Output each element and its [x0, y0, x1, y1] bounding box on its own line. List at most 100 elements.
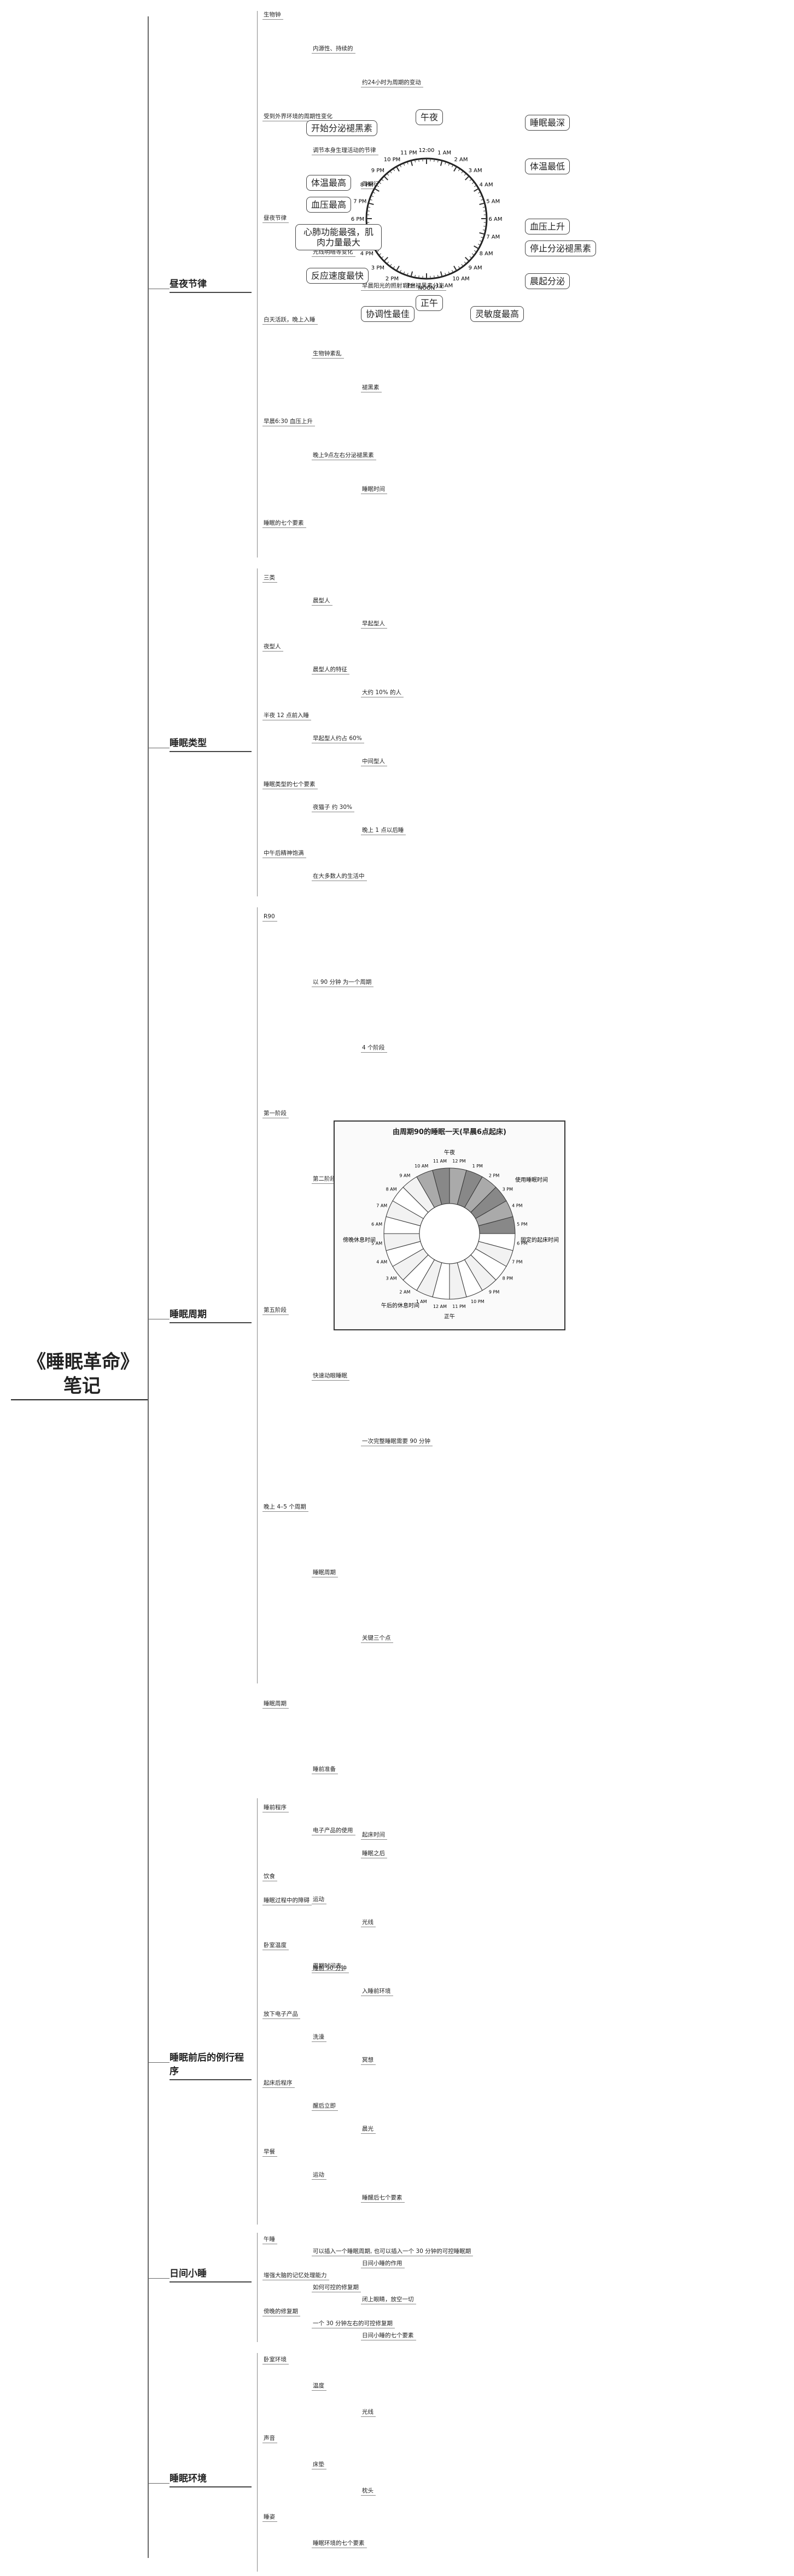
b3-node[interactable]: 第二阶段 [312, 1175, 338, 1184]
clock-hour-label: 5 AM [486, 198, 500, 204]
b3-node[interactable]: R90 [262, 913, 277, 922]
b3-node[interactable]: 睡眠周期 [262, 1700, 289, 1709]
b4-node[interactable]: 放下电子产品 [262, 2010, 300, 2019]
b4-node[interactable]: 睡前程序 [262, 1804, 289, 1812]
clock-tick [464, 173, 466, 176]
pie-chart: 12 PM1 PM2 PM3 PM4 PM5 PM6 PM7 PM8 PM9 P… [343, 1149, 559, 1320]
b1-node[interactable]: 早晨阳光的照射 阻止褪黑素分泌 [361, 282, 447, 291]
b2-node[interactable]: 晨型人的特征 [312, 666, 349, 674]
b4-node[interactable]: 睡前 90 分钟 [312, 1964, 349, 1973]
b4-node[interactable]: 冥想 [361, 2056, 376, 2065]
branch-environment[interactable]: 睡眠环境 [170, 2471, 252, 2487]
b5-node[interactable]: 如何可控的修复期 [312, 2284, 361, 2292]
b4-node[interactable]: 饮食 [262, 1873, 277, 1881]
b3-node[interactable]: 睡前准备 [312, 1765, 338, 1774]
b1-node[interactable]: 受到外界环境的周期性变化 [262, 113, 335, 121]
branch-sleep-cycles[interactable]: 睡眠周期 [170, 1306, 252, 1323]
b3-node[interactable]: 第五阶段 [262, 1306, 289, 1315]
b3-node[interactable]: 关键三个点 [361, 1634, 393, 1643]
b3-node[interactable]: 周期时间表 [312, 1962, 344, 1971]
b2-node[interactable]: 中午后精神饱满 [262, 849, 306, 858]
b1-node[interactable]: 褪黑素 [361, 384, 382, 392]
b4-node[interactable]: 洗澡 [312, 2033, 326, 2042]
b1-node[interactable]: 内源性、持续的 [312, 45, 355, 54]
b4-node[interactable]: 运动 [312, 2171, 326, 2180]
b6-node[interactable]: 睡姿 [262, 2513, 277, 2522]
b2-node[interactable]: 大约 10% 的人 [361, 689, 404, 697]
pie-annotation: 傍晚休息时间 [343, 1236, 376, 1243]
b4-node[interactable]: 卧室温度 [262, 1941, 289, 1950]
b2-node[interactable]: 半夜 12 点前入睡 [262, 712, 312, 720]
clock-tick [448, 271, 450, 274]
branch-stub [149, 2062, 170, 2063]
b2-node[interactable]: 中间型人 [361, 758, 387, 766]
b1-node[interactable]: 昼夜节律 [262, 214, 289, 223]
pie-hour-label: 8 AM [386, 1187, 397, 1192]
b4-node[interactable]: 晨光 [361, 2125, 376, 2134]
branch-stub [149, 2483, 170, 2484]
b5-node[interactable]: 午睡 [262, 2235, 277, 2244]
b1-node[interactable]: 晚上9点左右分泌褪黑素 [312, 451, 376, 460]
clock-tick [474, 185, 477, 187]
b2-node[interactable]: 早起型人约占 60% [312, 735, 364, 743]
b6-node[interactable]: 睡眠环境的七个要素 [312, 2539, 367, 2548]
b5-node[interactable]: 闭上眼睛，放空一切 [361, 2296, 416, 2304]
b4-node[interactable]: 醒后立即 [312, 2102, 338, 2111]
b2-node[interactable]: 在大多数人的生活中 [312, 872, 367, 881]
b6-node[interactable]: 床垫 [312, 2461, 326, 2469]
b2-node[interactable]: 晨型人 [312, 597, 332, 606]
b6-node[interactable]: 声音 [262, 2434, 277, 2443]
b1-node[interactable]: 睡眠时间 [361, 485, 387, 494]
b3-node[interactable]: 第一阶段 [262, 1110, 289, 1118]
b5-node[interactable]: 日间小睡的作用 [361, 2260, 405, 2268]
b1-node[interactable]: 调节本身生理活动的节律 [312, 146, 378, 155]
b3-node[interactable]: 一次完整睡眠需要 90 分钟 [361, 1437, 433, 1446]
b2-node[interactable]: 睡眠类型的七个要素 [262, 781, 318, 789]
b5-node[interactable]: 一个 30 分钟左右的可控修复期 [312, 2320, 395, 2328]
b4-node[interactable]: 睡醒后七个要素 [361, 2194, 405, 2203]
branch-sleep-types[interactable]: 睡眠类型 [170, 735, 252, 752]
b4-node[interactable]: 运动 [312, 1896, 326, 1904]
clock-tick [403, 271, 405, 274]
clock-hour-label: 4 PM [360, 251, 373, 257]
b5-node[interactable]: 日间小睡的七个要素 [361, 2332, 416, 2340]
b6-node[interactable]: 光线 [361, 2408, 376, 2417]
b4-node[interactable]: 起床后程序 [262, 2079, 295, 2088]
b1-node[interactable]: 生物钟紊乱 [312, 350, 344, 359]
b5-node[interactable]: 可以插入一个睡眠周期, 也可以插入一个 30 分钟的可控睡眠期 [312, 2248, 474, 2256]
b2-node[interactable]: 夜猫子 约 30% [312, 803, 355, 812]
b1-node[interactable]: 早晨6:30 血压上升 [262, 418, 315, 426]
b2-node[interactable]: 晚上 1 点以后睡 [361, 826, 406, 835]
b1-node[interactable]: 约24小时为周期的变动 [361, 79, 423, 87]
branch-circadian[interactable]: 昼夜节律 [170, 276, 252, 293]
b4-node[interactable]: 光线 [361, 1918, 376, 1927]
branch-naps[interactable]: 日间小睡 [170, 2266, 252, 2282]
branch-routines[interactable]: 睡眠前后的例行程序 [170, 2050, 252, 2080]
b5-node[interactable]: 傍晚的修复期 [262, 2308, 300, 2316]
b4-node[interactable]: 早餐 [262, 2148, 277, 2157]
b4-node[interactable]: 入睡前环境 [361, 1987, 393, 1996]
b2-node[interactable]: 早起型人 [361, 620, 387, 629]
b1-node[interactable]: 睡眠的七个要素 [262, 519, 306, 528]
b3-node[interactable]: 睡眠过程中的障碍 [262, 1897, 312, 1905]
b6-node[interactable]: 枕头 [361, 2487, 376, 2496]
b5-node[interactable]: 增强大脑的记忆处理能力 [262, 2272, 329, 2280]
b3-node[interactable]: 晚上 4–5 个周期 [262, 1503, 308, 1512]
b4-node[interactable]: 电子产品的使用 [312, 1827, 355, 1835]
b1-node[interactable]: 白天活跃，晚上入睡 [262, 316, 318, 325]
b3-node[interactable]: 起床时间 [361, 1831, 387, 1840]
b6-node[interactable]: 温度 [312, 2382, 326, 2391]
clock-tick [448, 163, 450, 166]
b3-node[interactable]: 以 90 分钟 为一个周期 [312, 978, 374, 987]
b6-node[interactable]: 卧室环境 [262, 2356, 289, 2364]
b3-node[interactable]: 睡眠周期 [312, 1569, 338, 1577]
b1-node[interactable]: 光线明暗等变化 [312, 248, 355, 257]
b4-node[interactable]: 睡眠之后 [361, 1850, 387, 1858]
b2-node[interactable]: 夜型人 [262, 643, 283, 652]
clock-tick [461, 171, 464, 174]
b3-node[interactable]: 快速动眼睡眠 [312, 1372, 349, 1381]
b3-node[interactable]: 4 个阶段 [361, 1044, 387, 1053]
b1-node[interactable]: 生物钟 [262, 11, 283, 20]
root-title-line2: 笔记 [63, 1375, 101, 1397]
b2-node[interactable]: 三类 [262, 574, 277, 583]
